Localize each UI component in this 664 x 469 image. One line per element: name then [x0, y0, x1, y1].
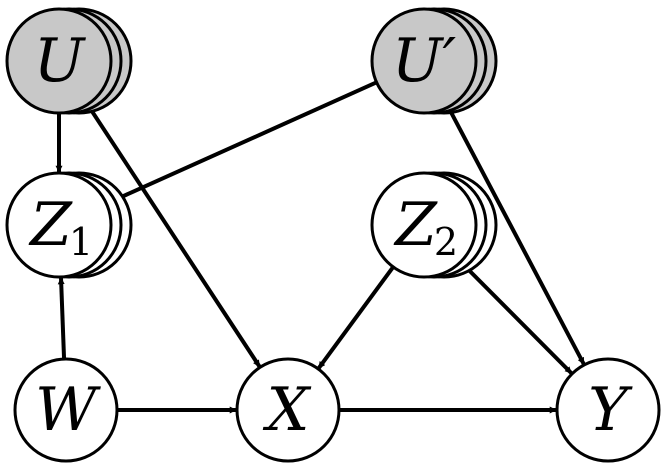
edge-w-to-z1 [57, 277, 67, 360]
node-w: W [13, 357, 119, 463]
edge-uprime-to-z1 [106, 80, 378, 206]
edges [55, 80, 586, 414]
node-subscript: 1 [69, 220, 93, 264]
edge-z2-to-x [317, 265, 395, 370]
node-subscript: 2 [434, 220, 458, 264]
node-label: U′ [392, 26, 457, 96]
node-label: Z [393, 190, 438, 260]
node-label: U [34, 26, 87, 96]
node-circle [5, 171, 113, 279]
node-circle [370, 171, 478, 279]
node-u: U [5, 7, 133, 115]
node-circle [370, 7, 478, 115]
node-uprime: U′ [370, 7, 498, 115]
edge-z2-to-y [459, 260, 573, 375]
node-circle [13, 357, 119, 463]
node-label: W [35, 375, 101, 445]
edge-u-to-x [85, 103, 262, 368]
node-label: X [263, 375, 312, 445]
node-z1: Z1 [5, 171, 133, 279]
node-circle [5, 7, 113, 115]
node-z2: Z2 [370, 171, 498, 279]
node-y: Y [555, 357, 661, 463]
node-label: Z [28, 190, 73, 260]
node-circle [555, 357, 661, 463]
edge-uprime-to-y [446, 106, 586, 365]
node-label: Y [588, 375, 633, 445]
node-x: X [235, 357, 341, 463]
node-circle [235, 357, 341, 463]
